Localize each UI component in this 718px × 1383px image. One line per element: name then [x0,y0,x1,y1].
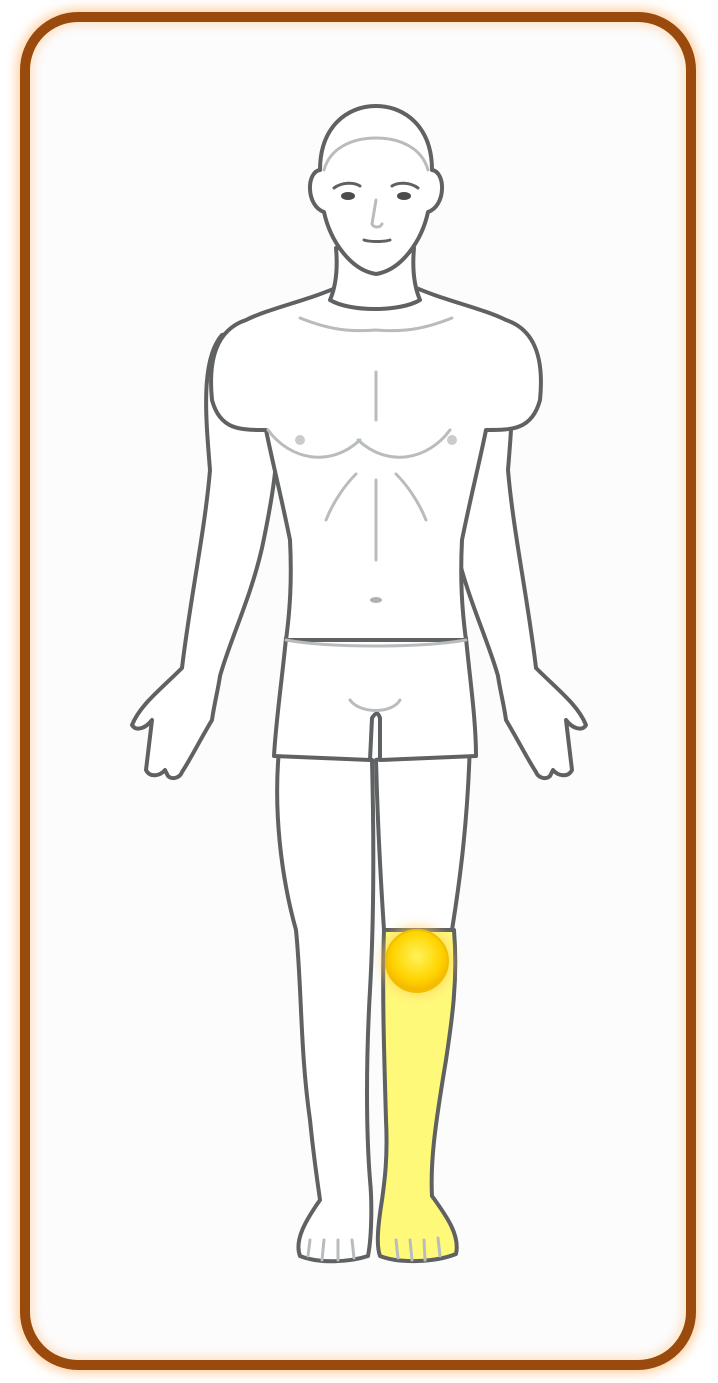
head[interactable] [310,106,442,274]
left-nipple [447,435,457,445]
right-nipple [295,435,305,445]
left-eye [397,192,411,200]
knee-marker[interactable] [386,930,448,992]
right-leg[interactable] [277,740,373,1261]
shorts[interactable] [274,638,476,760]
mouth [364,240,390,242]
right-eye [341,192,355,200]
navel [370,597,382,603]
left-leg[interactable] [376,740,470,930]
